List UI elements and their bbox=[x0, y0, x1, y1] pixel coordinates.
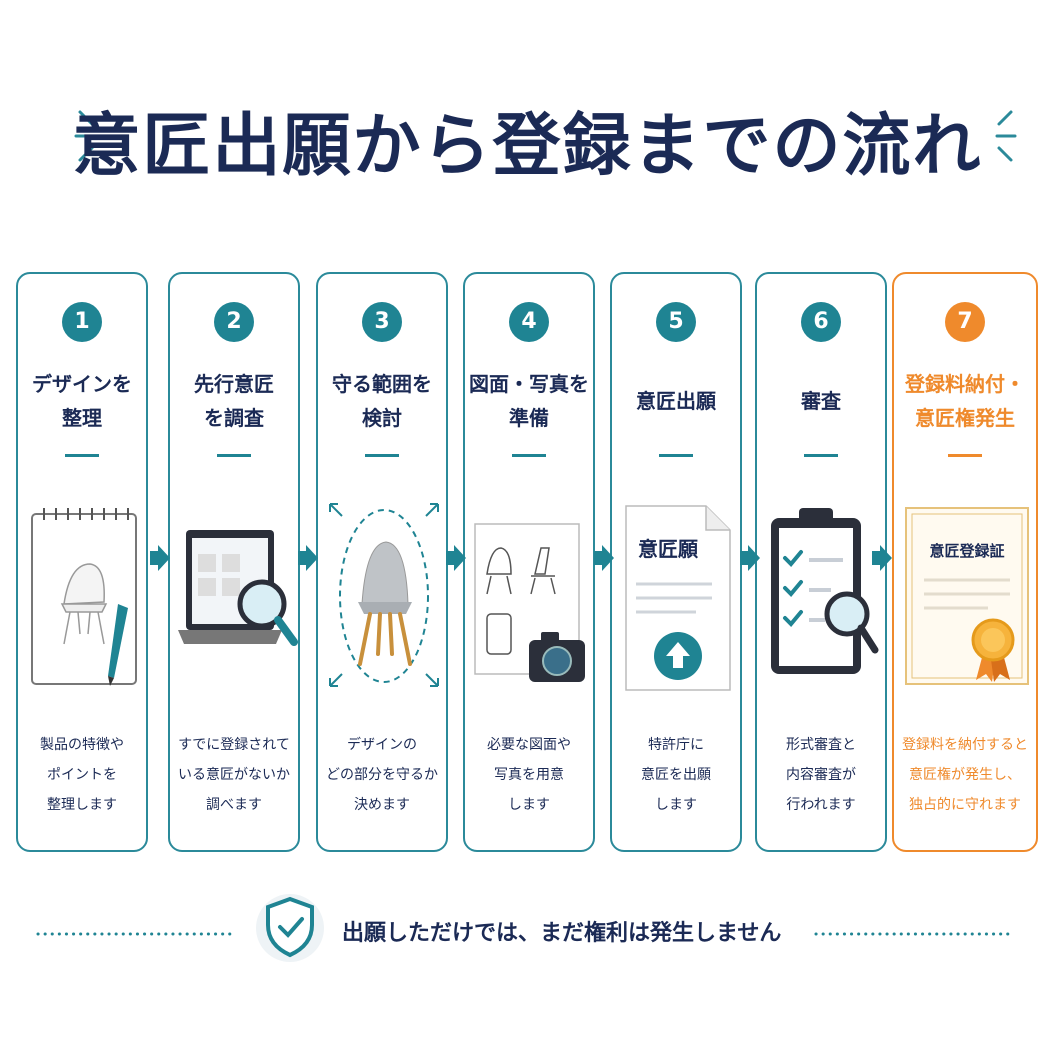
step-number: 5 bbox=[656, 302, 696, 342]
sketchbook-chair-icon bbox=[31, 508, 137, 686]
drawings-camera-icon bbox=[474, 523, 585, 682]
divider bbox=[65, 454, 99, 457]
arrow-right-icon bbox=[150, 545, 170, 571]
step-card-5: 5 意匠出願 意匠願 特許庁に 意匠を出願 します bbox=[610, 272, 742, 852]
step-title: 守る範囲を 検討 bbox=[332, 372, 432, 430]
laptop-search-icon bbox=[178, 530, 298, 646]
divider bbox=[512, 454, 546, 457]
step-card-2: 2 先行意匠 を調査 すでに登録されて いる意匠がないか 調べます bbox=[168, 272, 300, 852]
step-title: 意匠出願 bbox=[636, 389, 716, 413]
title-decoration-right-icon bbox=[995, 110, 1017, 162]
title-decoration-left-icon bbox=[74, 110, 96, 162]
step-description: デザインの どの部分を守るか 決めます bbox=[326, 737, 438, 813]
divider bbox=[365, 454, 399, 457]
step-card-3: 3 守る範囲を 検討 デザインの どの部分を守るか 決めます bbox=[316, 272, 448, 852]
shield-check-icon bbox=[256, 894, 324, 962]
step-number: 7 bbox=[945, 302, 985, 342]
header: 意匠出願から登録までの流れ bbox=[0, 86, 1055, 196]
step-number: 4 bbox=[509, 302, 549, 342]
arrow-right-icon bbox=[872, 545, 892, 571]
arrow-right-icon bbox=[298, 545, 318, 571]
note-text: 出願しただけでは、まだ権利は発生しません bbox=[342, 921, 782, 946]
arrow-right-icon bbox=[740, 545, 760, 571]
step-title: 先行意匠 を調査 bbox=[194, 372, 274, 430]
step-description: 特許庁に 意匠を出願 します bbox=[641, 737, 711, 813]
step-card-6: 6 審査 形式審査と 内容審査が 行われます bbox=[755, 272, 887, 852]
dotted-divider-left bbox=[36, 932, 236, 936]
clipboard-review-icon bbox=[771, 508, 879, 674]
step-card-1: 1 デザインを 整理 製品の特徴や ポイントを 整理します bbox=[16, 272, 148, 852]
divider bbox=[217, 454, 251, 457]
arrow-right-icon bbox=[446, 545, 466, 571]
step-card-7: 7 登録料納付・ 意匠権発生 意匠登録証 登録料を納付すると 意匠権が発生し、 … bbox=[892, 272, 1038, 852]
certificate-icon: 意匠登録証 bbox=[905, 507, 1029, 685]
step-description: 登録料を納付すると 意匠権が発生し、 独占的に守れます bbox=[902, 737, 1028, 813]
arrow-right-icon bbox=[594, 545, 614, 571]
document-label: 意匠願 bbox=[638, 537, 699, 561]
step-description: 製品の特徴や ポイントを 整理します bbox=[40, 737, 124, 813]
step-description: すでに登録されて いる意匠がないか 調べます bbox=[178, 737, 290, 813]
chair-scope-icon bbox=[329, 503, 439, 687]
step-title: 審査 bbox=[801, 389, 841, 413]
step-title: 図面・写真を 準備 bbox=[469, 372, 589, 430]
page-title: 意匠出願から登録までの流れ bbox=[72, 107, 983, 186]
step-title: 登録料納付・ 意匠権発生 bbox=[905, 372, 1025, 430]
step-number: 3 bbox=[362, 302, 402, 342]
step-description: 形式審査と 内容審査が 行われます bbox=[786, 737, 856, 813]
step-number: 6 bbox=[801, 302, 841, 342]
dotted-divider-right bbox=[814, 932, 1014, 936]
step-number: 2 bbox=[214, 302, 254, 342]
step-card-4: 4 図面・写真を 準備 必要な図面や 写真を用意 します bbox=[463, 272, 595, 852]
application-document-icon: 意匠願 bbox=[625, 505, 731, 691]
certificate-label: 意匠登録証 bbox=[929, 542, 1004, 560]
divider bbox=[659, 454, 693, 457]
step-description: 必要な図面や 写真を用意 します bbox=[487, 737, 571, 813]
divider bbox=[948, 454, 982, 457]
step-number: 1 bbox=[62, 302, 102, 342]
divider bbox=[804, 454, 838, 457]
step-title: デザインを 整理 bbox=[32, 372, 132, 430]
